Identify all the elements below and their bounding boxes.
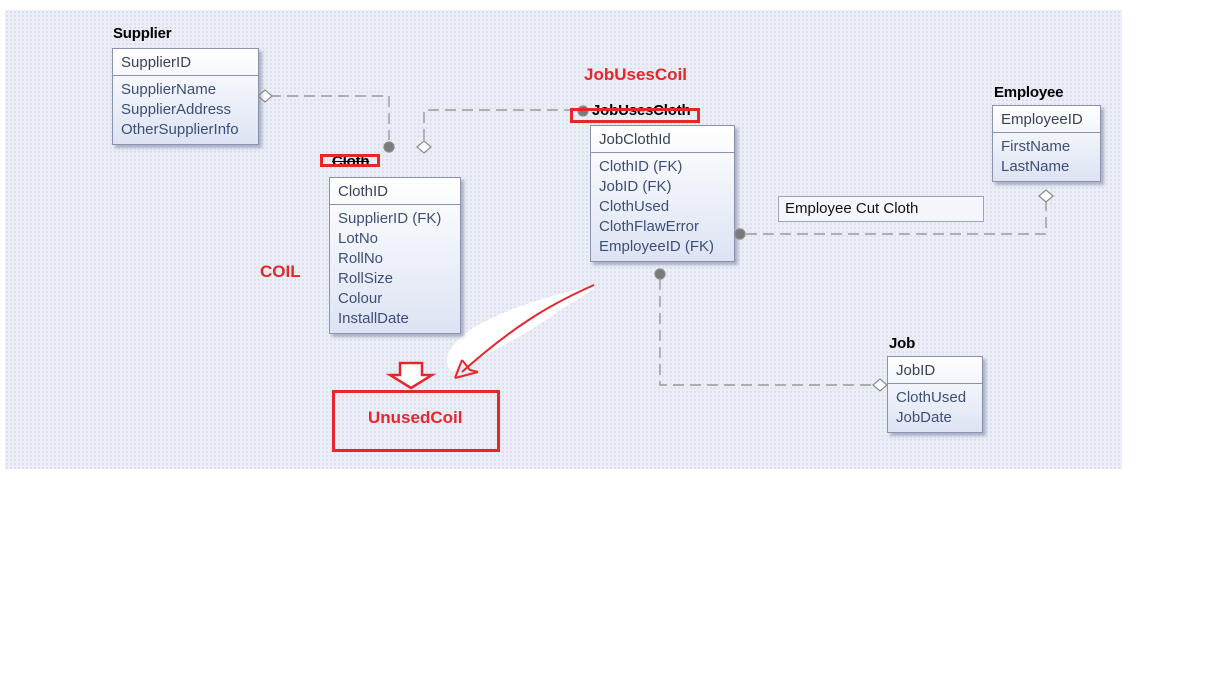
cloth-pk: ClothID [330, 178, 460, 205]
annotation-unusedcoil: UnusedCoil [368, 408, 463, 427]
supplier-attr: SupplierAddress [121, 101, 232, 118]
jobusescloth-attr: EmployeeID (FK) [599, 238, 715, 255]
cloth-attr: Colour [338, 290, 383, 307]
jobusescloth-entity[interactable]: JobClothId ClothID (FK) JobID (FK) Cloth… [590, 125, 735, 262]
jobusescloth-attr: ClothID (FK) [599, 158, 683, 175]
supplier-attr: OtherSupplierInfo [121, 121, 239, 138]
annotation-jobusescoil: JobUsesCoil [584, 65, 687, 84]
cloth-title-redbox [320, 154, 380, 167]
cloth-attr: SupplierID (FK) [338, 210, 442, 227]
cloth-attr: RollNo [338, 250, 384, 267]
job-entity[interactable]: JobID ClothUsed JobDate [887, 356, 983, 433]
supplier-pk: SupplierID [113, 49, 258, 76]
job-pk: JobID [888, 357, 982, 384]
unusedcoil-box [332, 390, 500, 452]
supplier-attr: SupplierName [121, 81, 217, 98]
employee-attr: FirstName [1001, 138, 1071, 155]
jobusescloth-attr: JobID (FK) [599, 178, 672, 195]
jobusescloth-attr: ClothFlawError [599, 218, 700, 235]
supplier-title: Supplier [113, 25, 172, 42]
job-attr: JobDate [896, 409, 952, 426]
relationship-label: Employee Cut Cloth [778, 196, 984, 222]
cloth-attr: InstallDate [338, 310, 409, 327]
jobusescloth-pk: JobClothId [591, 126, 734, 153]
supplier-entity[interactable]: SupplierID SupplierName SupplierAddress … [112, 48, 259, 145]
cloth-attr: RollSize [338, 270, 394, 287]
jobusescloth-title-redbox [570, 108, 700, 123]
employee-attr: LastName [1001, 158, 1070, 175]
cloth-attr: LotNo [338, 230, 379, 247]
employee-title: Employee [994, 84, 1064, 101]
cloth-entity[interactable]: ClothID SupplierID (FK) LotNo RollNo Rol… [329, 177, 461, 334]
job-title: Job [889, 335, 916, 352]
annotation-coil: COIL [260, 262, 301, 281]
employee-pk: EmployeeID [993, 106, 1100, 133]
job-attr: ClothUsed [896, 389, 967, 406]
employee-entity[interactable]: EmployeeID FirstName LastName [992, 105, 1101, 182]
jobusescloth-attr: ClothUsed [599, 198, 670, 215]
